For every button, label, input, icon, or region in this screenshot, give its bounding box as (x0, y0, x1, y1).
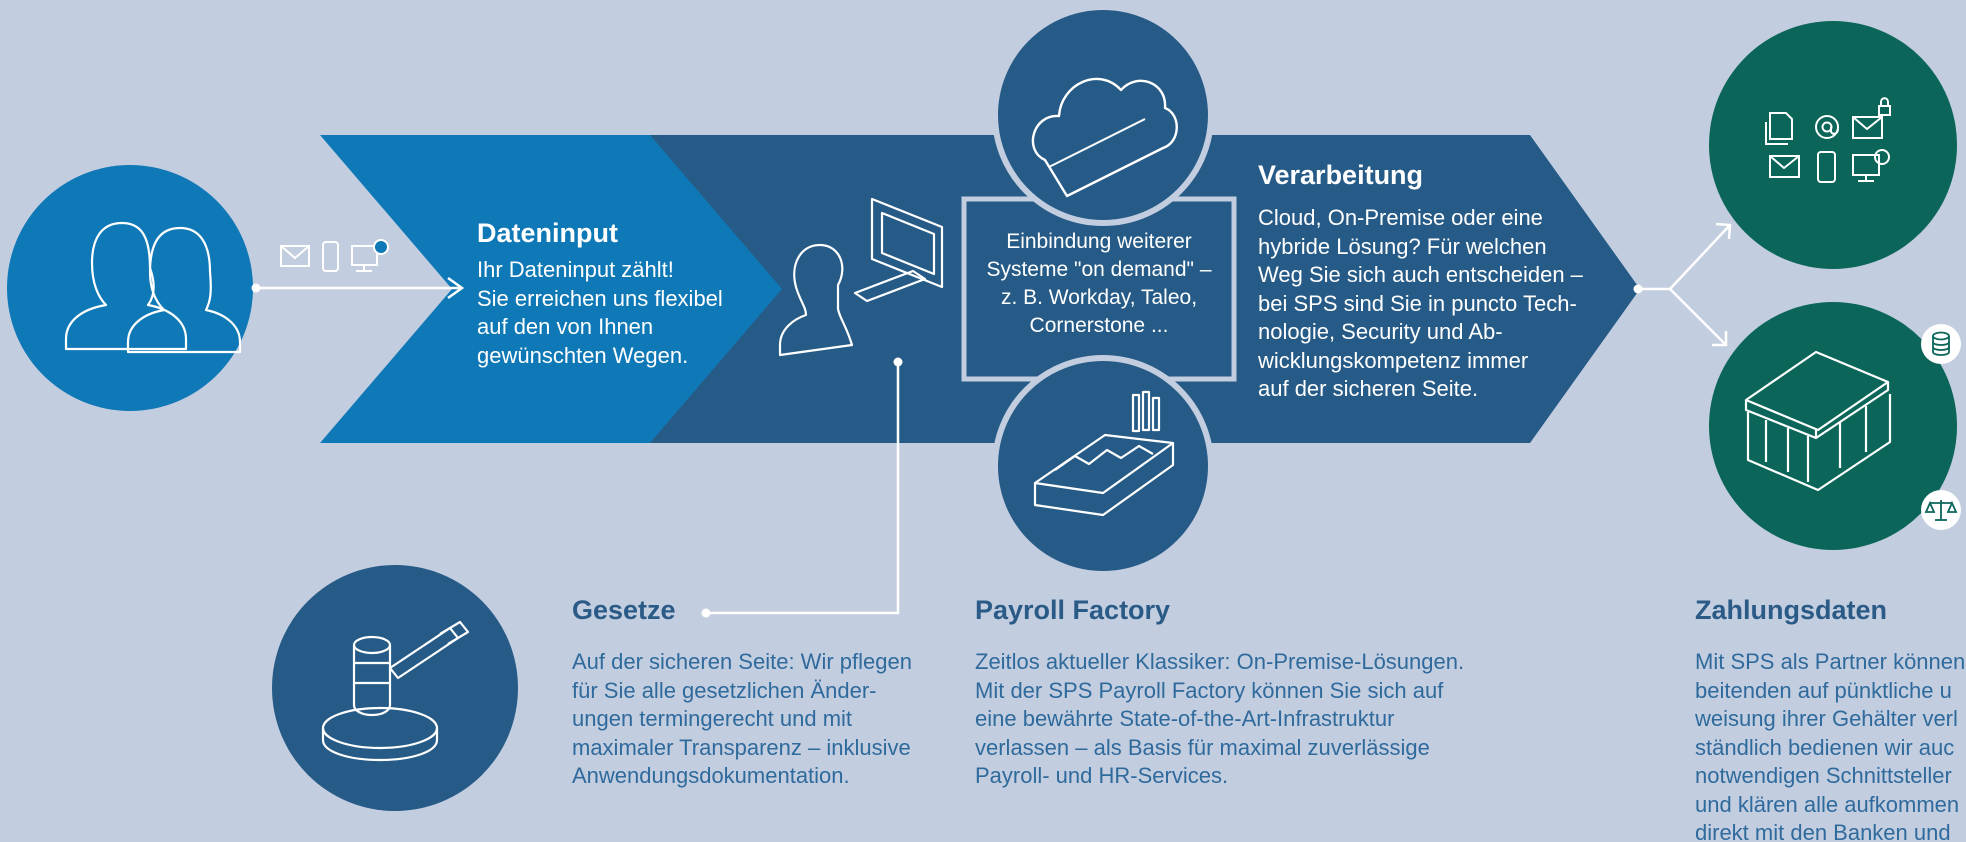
verarbeitung-title: Verarbeitung (1258, 160, 1424, 190)
payroll-factory-title: Payroll Factory (975, 595, 1171, 625)
output-splitter (1638, 222, 1732, 347)
secure-mail-icon (1852, 97, 1891, 139)
verarbeitung-text: Cloud, On-Premise oder eine hybride Lösu… (1258, 205, 1583, 401)
cloud-icon (1031, 77, 1178, 198)
gesetze-text: Auf der sicheren Seite: Wir pflegen für … (572, 649, 912, 788)
integration-box-text: Einbindung weiterer Systeme "on demand" … (986, 230, 1212, 337)
zahlungsdaten-title: Zahlungsdaten (1695, 595, 1888, 625)
output-channels-circle (1709, 21, 1957, 269)
cloud-circle (992, 4, 1214, 226)
zahlungsdaten-text: Mit SPS als Partner können beitenden auf… (1695, 649, 1966, 842)
users-icon (64, 221, 242, 354)
at-icon (1815, 115, 1839, 139)
computer-icon (1852, 149, 1890, 182)
dateninput-text: Ihr Dateninput zählt! Sie erreichen uns … (477, 257, 723, 368)
phone-icon (1817, 151, 1836, 183)
person-at-computer-icon (778, 197, 944, 357)
factory-icon (1033, 390, 1175, 517)
users-circle (7, 165, 253, 411)
dateninput-title: Dateninput (477, 218, 618, 248)
document-icon (1765, 112, 1793, 145)
mail-icon (1769, 155, 1800, 178)
input-chevron (320, 135, 782, 443)
gesetze-title: Gesetze (572, 595, 676, 625)
phone-icon (322, 241, 339, 272)
scales-badge (1921, 490, 1961, 530)
computer-icon (351, 239, 389, 272)
database-icon (1932, 331, 1950, 356)
gavel-icon (321, 620, 470, 762)
mail-icon (280, 245, 310, 267)
gavel-circle (272, 565, 518, 811)
bank-icon (1744, 350, 1892, 492)
scales-icon (1924, 500, 1958, 521)
bank-circle (1709, 302, 1957, 550)
database-badge (1921, 324, 1961, 364)
integration-box (961, 196, 1237, 382)
factory-circle (992, 355, 1214, 577)
payroll-factory-text: Zeitlos aktueller Klassiker: On-Premise-… (975, 649, 1465, 788)
law-connector (706, 362, 900, 615)
